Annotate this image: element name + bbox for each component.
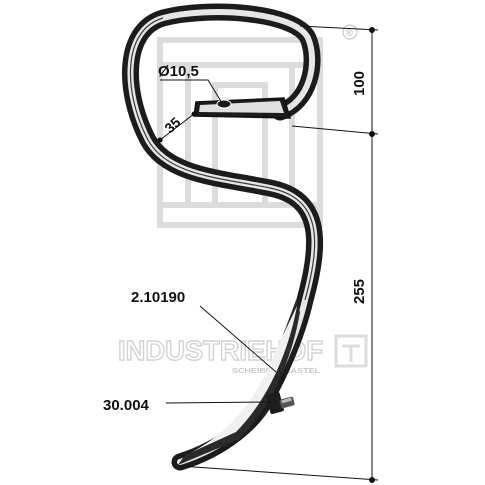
tine-point-face bbox=[192, 306, 297, 452]
registered-symbol: ® bbox=[346, 28, 354, 39]
dim-marker-bottom bbox=[369, 477, 375, 483]
width-label: 35 bbox=[161, 114, 183, 136]
tine-seam bbox=[129, 17, 316, 301]
tine-point bbox=[178, 300, 300, 465]
dimension-lines bbox=[179, 25, 379, 483]
watermark-mini-logo bbox=[334, 334, 368, 368]
width-dimension bbox=[157, 111, 197, 143]
hole-diameter-leader bbox=[160, 79, 223, 104]
watermark-logo bbox=[157, 37, 323, 228]
part-leaders bbox=[165, 305, 277, 404]
mounting-hole bbox=[216, 99, 232, 109]
bolt-part-number: 30.004 bbox=[103, 397, 150, 414]
top-height-label: 100 bbox=[351, 71, 368, 96]
dim-marker-mid bbox=[369, 131, 375, 137]
hole-diameter-label: Ø10,5 bbox=[158, 63, 199, 80]
total-height-label: 255 bbox=[351, 279, 368, 304]
bolt bbox=[266, 391, 295, 415]
tine bbox=[121, 3, 324, 471]
registered-mark: ® bbox=[342, 24, 358, 40]
watermark bbox=[157, 37, 368, 368]
tine-part-number: 2.10190 bbox=[131, 289, 185, 306]
dim-marker-top bbox=[369, 27, 375, 33]
